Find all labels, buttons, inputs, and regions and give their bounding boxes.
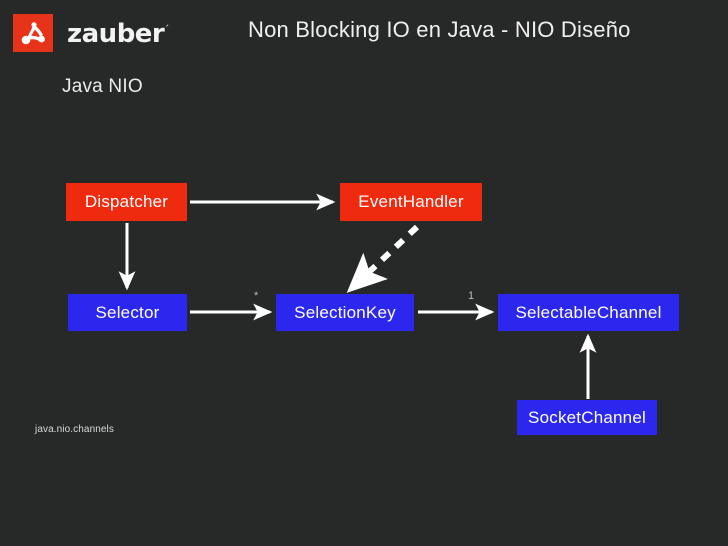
node-dispatcher[interactable]: Dispatcher <box>66 183 187 221</box>
page-title: Non Blocking IO en Java - NIO Diseño <box>248 17 631 42</box>
edge-eventhandler-to-selectionkey <box>346 224 420 293</box>
edge-label-many: * <box>254 290 259 302</box>
node-selector[interactable]: Selector <box>68 294 187 331</box>
node-eventhandler[interactable]: EventHandler <box>340 183 482 221</box>
zauber-trident-logo-icon <box>13 14 53 52</box>
node-selectablechannel[interactable]: SelectableChannel <box>498 294 679 331</box>
edge-label-one: 1 <box>468 290 475 302</box>
section-title: Java NIO <box>62 76 143 97</box>
brand-logo: zauber´ <box>13 14 169 52</box>
node-socketchannel[interactable]: SocketChannel <box>517 400 657 435</box>
brand-trademark: ´ <box>164 24 169 36</box>
brand-name-text: zauber <box>67 19 165 49</box>
package-label: java.nio.channels <box>35 424 114 435</box>
brand-wordmark: zauber´ <box>67 21 169 47</box>
node-selectionkey[interactable]: SelectionKey <box>276 294 414 331</box>
